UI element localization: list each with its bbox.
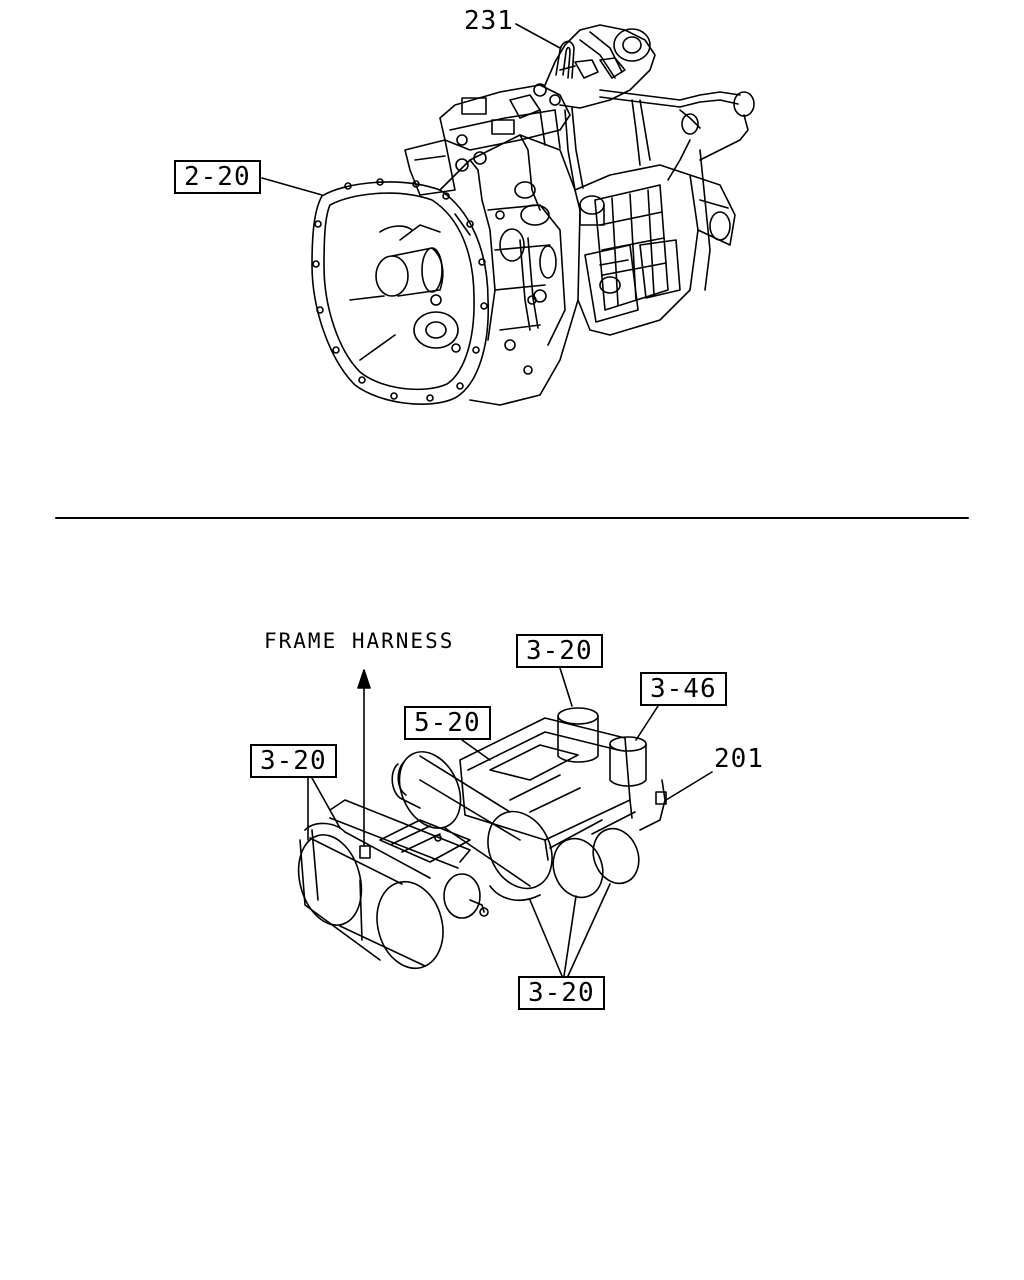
leader-3-20-bottom-a xyxy=(529,899,563,977)
leader-3-46 xyxy=(635,705,659,741)
leader-3-20-bottom-c xyxy=(567,883,611,977)
callout-231: 231 xyxy=(464,6,514,36)
callout-3-46: 3-46 xyxy=(640,672,727,706)
leader-231 xyxy=(515,23,561,49)
leader-201 xyxy=(665,771,713,801)
leader-3-20-left-b xyxy=(311,777,341,829)
callout-201: 201 xyxy=(714,744,764,774)
callout-3-20-left: 3-20 xyxy=(250,744,337,778)
leader-2-20 xyxy=(261,177,323,196)
callout-5-20: 5-20 xyxy=(404,706,491,740)
leader-3-20-top xyxy=(559,667,573,707)
frame-harness-label: FRAME HARNESS xyxy=(264,629,455,653)
leader-3-20-bottom-b xyxy=(563,895,577,977)
callout-3-20-bottom: 3-20 xyxy=(518,976,605,1010)
transmission-drawing xyxy=(311,24,755,406)
leader-5-20 xyxy=(461,739,491,761)
callout-3-20-top: 3-20 xyxy=(516,634,603,668)
air-tank-drawing xyxy=(297,669,667,970)
callout-2-20: 2-20 xyxy=(174,160,261,194)
